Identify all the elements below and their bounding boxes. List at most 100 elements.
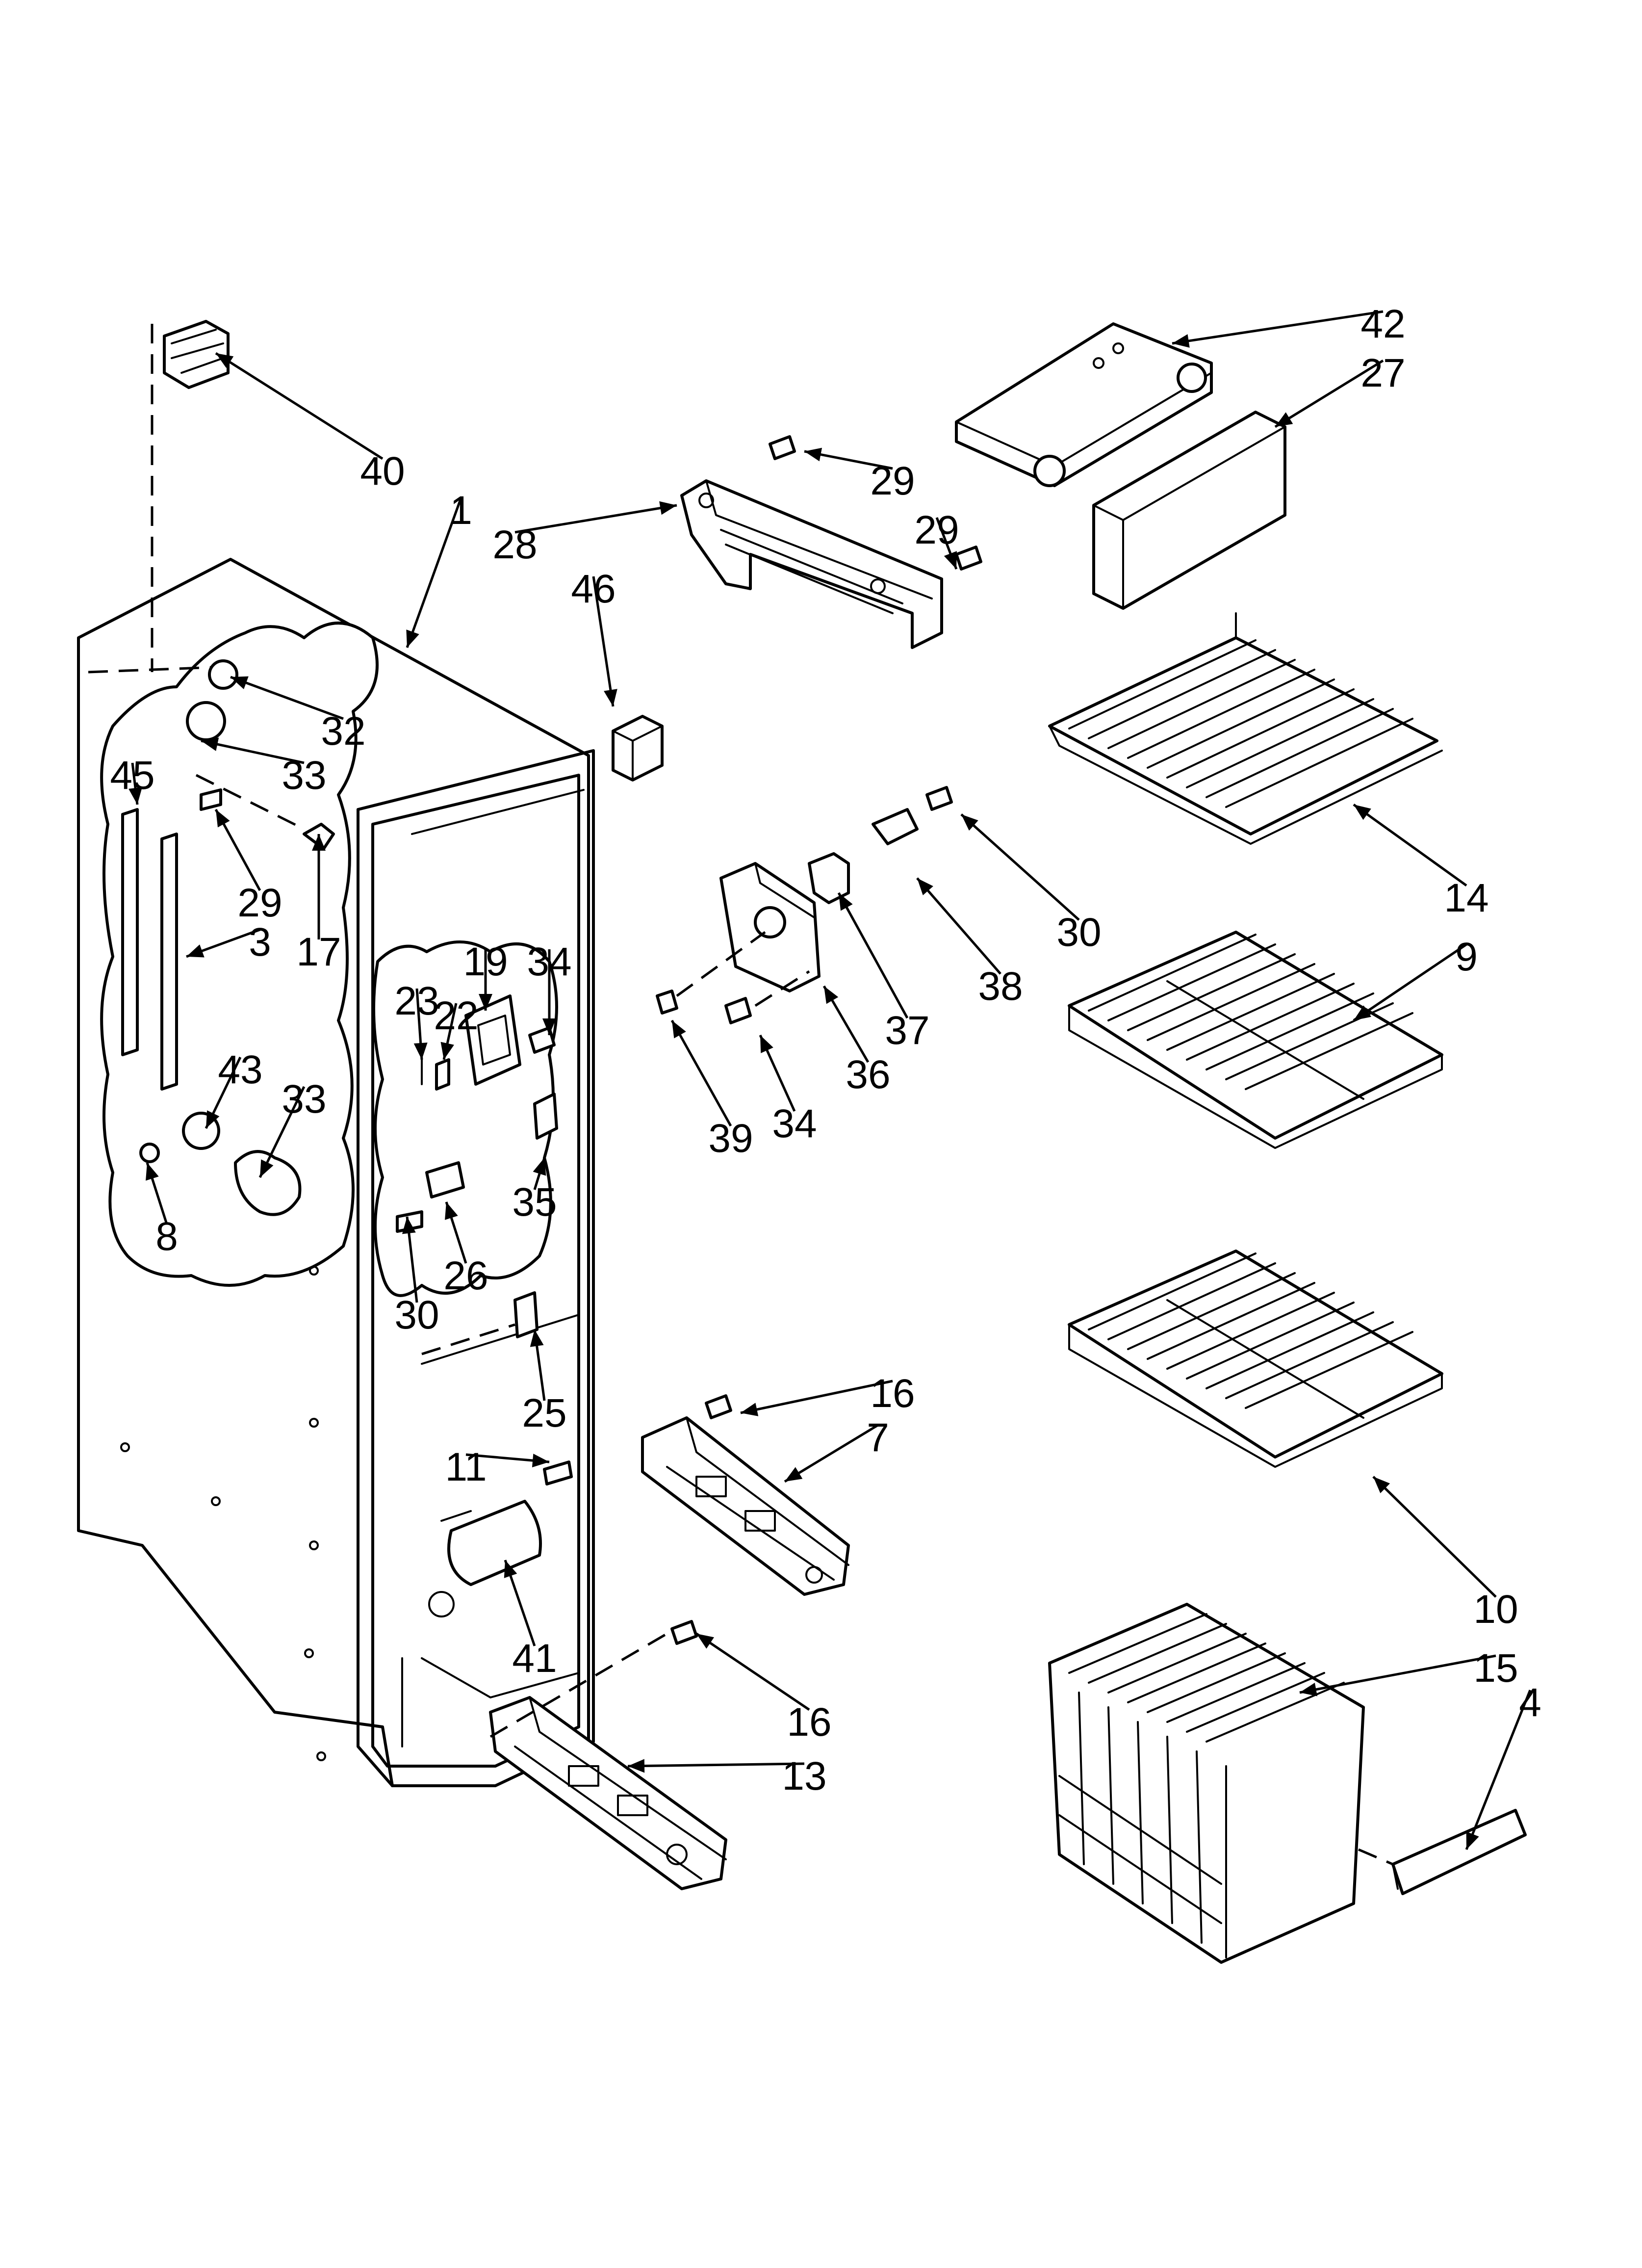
part-15-basket xyxy=(1048,1603,1365,1964)
arrowhead-3 xyxy=(186,944,205,958)
part-7-grille xyxy=(641,1394,850,1596)
arrowhead-27 xyxy=(1275,412,1293,427)
arrowhead-19 xyxy=(479,994,492,1011)
arrowhead-29 xyxy=(944,551,957,569)
callout-number: 29 xyxy=(870,459,915,503)
leader-lines xyxy=(128,310,1532,1850)
part-10-wire-shelf xyxy=(1068,1250,1443,1468)
callout-number: 15 xyxy=(1473,1646,1518,1691)
callout-number: 1 xyxy=(450,488,472,533)
arrowhead-46 xyxy=(604,689,617,706)
arrowhead-37 xyxy=(839,893,853,911)
callout-number: 11 xyxy=(445,1445,487,1489)
part-36-housing xyxy=(656,786,953,1024)
arrowhead-36 xyxy=(824,986,839,1004)
arrowhead-32 xyxy=(231,676,249,689)
part-14-shelf xyxy=(1048,612,1443,845)
callout-number: 10 xyxy=(1473,1587,1518,1632)
callout-number: 26 xyxy=(443,1253,488,1298)
callout-number: 14 xyxy=(1444,876,1488,920)
leader-line-14 xyxy=(1353,803,1467,887)
arrowhead-17 xyxy=(312,834,326,851)
arrowhead-30 xyxy=(402,1217,416,1234)
leader-line-37 xyxy=(837,892,909,1019)
callout-number: 25 xyxy=(522,1391,566,1435)
arrowhead-28 xyxy=(659,501,677,515)
leader-line-33 xyxy=(258,1086,306,1178)
leader-line-13 xyxy=(627,1762,805,1768)
leader-line-15 xyxy=(1299,1654,1496,1694)
arrowhead-15 xyxy=(1300,1682,1317,1696)
arrowhead-30 xyxy=(961,814,978,831)
callout-number: 32 xyxy=(321,709,365,754)
arrowhead-38 xyxy=(917,878,933,895)
leader-line-27 xyxy=(1274,359,1384,428)
arrowhead-41 xyxy=(504,1560,517,1578)
arrowhead-22 xyxy=(440,1042,454,1060)
arrowhead-7 xyxy=(785,1467,803,1482)
callout-number: 8 xyxy=(155,1214,178,1259)
callout-number: 13 xyxy=(782,1754,826,1799)
arrowhead-33 xyxy=(260,1159,274,1177)
arrowhead-43 xyxy=(206,1110,220,1128)
arrowhead-40 xyxy=(216,353,234,368)
callout-number: 40 xyxy=(360,449,405,494)
callout-number: 7 xyxy=(867,1415,889,1460)
callout-number: 17 xyxy=(296,930,341,974)
callout-number: 39 xyxy=(708,1116,753,1161)
callout-number: 28 xyxy=(492,522,537,567)
callout-number: 34 xyxy=(527,939,571,984)
callout-number: 19 xyxy=(463,939,508,984)
callout-number: 22 xyxy=(434,993,478,1038)
part-13-grille xyxy=(489,1620,727,1890)
arrowhead-16 xyxy=(696,1634,715,1649)
arrowhead-4 xyxy=(1466,1831,1479,1850)
arrowhead-11 xyxy=(532,1454,549,1467)
callout-number: 38 xyxy=(978,964,1023,1009)
callout-number: 37 xyxy=(885,1008,929,1053)
callout-number: 42 xyxy=(1360,302,1405,346)
leader-line-9 xyxy=(1353,943,1467,1022)
arrowhead-16 xyxy=(741,1403,759,1416)
callout-number: 3 xyxy=(249,920,271,965)
arrowhead-29 xyxy=(216,809,230,828)
leader-line-7 xyxy=(784,1424,879,1483)
part-40-vent xyxy=(151,320,230,672)
arrowhead-14 xyxy=(1354,805,1371,820)
leader-line-28 xyxy=(514,504,677,534)
part-9-wire-shelf xyxy=(1068,931,1443,1149)
control-components xyxy=(396,994,573,1586)
leader-line-30 xyxy=(960,813,1080,921)
arrowhead-33 xyxy=(201,737,219,751)
callout-number: 30 xyxy=(394,1293,439,1337)
callout-number: 36 xyxy=(846,1052,890,1097)
part-27-panel xyxy=(1092,411,1286,610)
leader-line-32 xyxy=(230,676,344,720)
arrowhead-39 xyxy=(672,1020,686,1039)
callout-number: 29 xyxy=(237,881,282,925)
arrowhead-23 xyxy=(413,1043,428,1060)
callout-number: 33 xyxy=(282,1077,326,1121)
cabinet-liner xyxy=(77,558,595,1787)
callout-number: 4 xyxy=(1519,1680,1541,1725)
part-42-hinge xyxy=(955,322,1213,487)
leader-line-10 xyxy=(1372,1476,1497,1598)
leader-line-16 xyxy=(695,1632,810,1711)
callout-number: 23 xyxy=(394,979,439,1023)
leader-line-4 xyxy=(1465,1690,1532,1850)
leader-line-46 xyxy=(592,576,615,707)
callout-number: 35 xyxy=(512,1180,557,1225)
arrowhead-45 xyxy=(128,787,142,805)
arrowhead-1 xyxy=(406,629,419,648)
callout-number: 41 xyxy=(512,1636,557,1681)
arrowhead-25 xyxy=(530,1330,544,1347)
leader-line-1 xyxy=(406,497,462,648)
leader-line-39 xyxy=(670,1019,732,1127)
part-46-clip xyxy=(612,715,664,782)
arrowhead-42 xyxy=(1172,334,1190,348)
callout-number: 30 xyxy=(1056,910,1101,955)
leader-line-40 xyxy=(215,352,384,460)
callout-number: 27 xyxy=(1360,351,1405,395)
